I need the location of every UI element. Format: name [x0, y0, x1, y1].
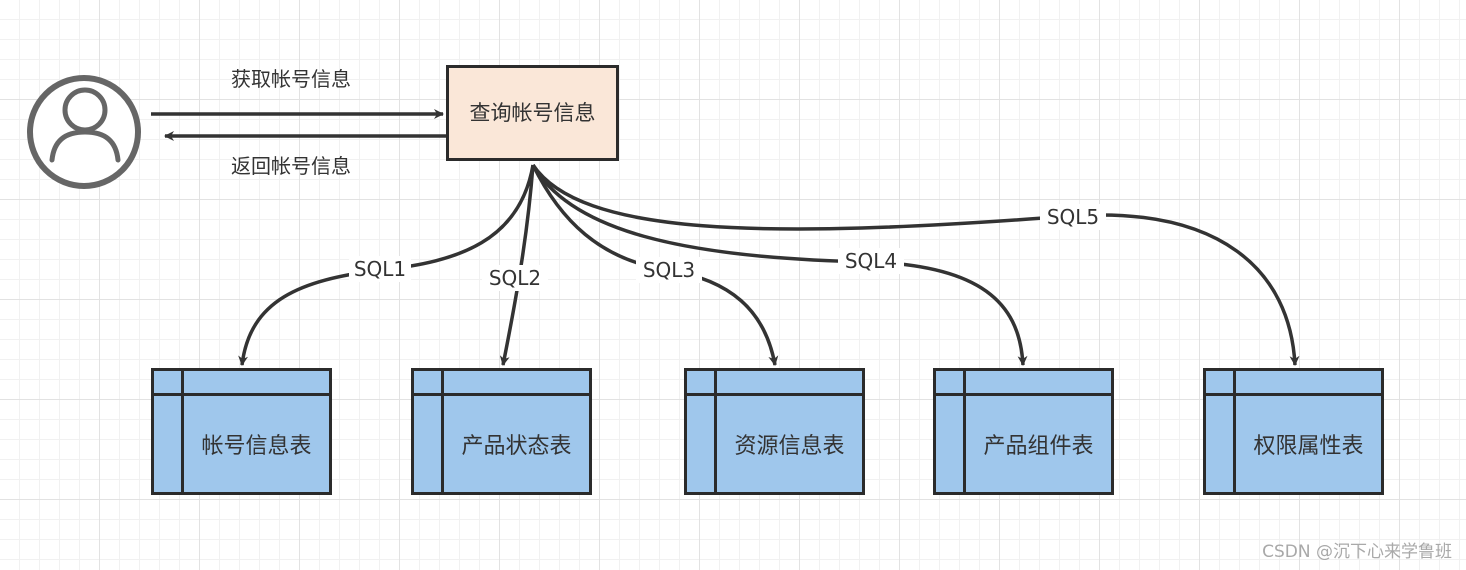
sql5-connector: [531, 164, 1300, 366]
query-account-label: 查询帐号信息: [469, 101, 596, 125]
table-name: 产品组件表: [983, 434, 1094, 459]
table-header-line: [414, 393, 589, 396]
sql5-label: SQL5: [1047, 205, 1099, 229]
table-header-line: [154, 393, 329, 396]
sql4-connector: [531, 164, 1028, 366]
account-table[interactable]: 帐号信息表: [151, 368, 332, 495]
product-status-table[interactable]: 产品状态表: [411, 368, 592, 495]
sql1-label: SQL1: [354, 257, 406, 281]
resource-table[interactable]: 资源信息表: [684, 368, 865, 495]
table-column-line: [441, 371, 444, 492]
table-column-line: [714, 371, 717, 492]
table-name: 帐号信息表: [201, 434, 312, 459]
query-account-box[interactable]: 查询帐号信息: [446, 65, 619, 161]
return-account-label: 返回帐号信息: [231, 154, 351, 178]
table-name: 权限属性表: [1253, 434, 1364, 459]
watermark: CSDN @沉下心来学鲁班: [1262, 542, 1452, 562]
table-column-line: [1233, 371, 1236, 492]
permission-table[interactable]: 权限属性表: [1203, 368, 1384, 495]
get-account-label: 获取帐号信息: [231, 67, 351, 91]
sql2-label: SQL2: [489, 266, 541, 290]
table-name: 产品状态表: [461, 434, 572, 459]
user-icon: [27, 75, 141, 189]
table-header-line: [936, 393, 1111, 396]
table-name: 资源信息表: [734, 434, 845, 459]
sql2-connector: [499, 164, 535, 366]
table-header-line: [687, 393, 862, 396]
sql4-label: SQL4: [845, 249, 897, 273]
sql3-label: SQL3: [643, 258, 695, 282]
table-column-line: [963, 371, 966, 492]
table-column-line: [181, 371, 184, 492]
product-component-table[interactable]: 产品组件表: [933, 368, 1114, 495]
table-header-line: [1206, 393, 1381, 396]
